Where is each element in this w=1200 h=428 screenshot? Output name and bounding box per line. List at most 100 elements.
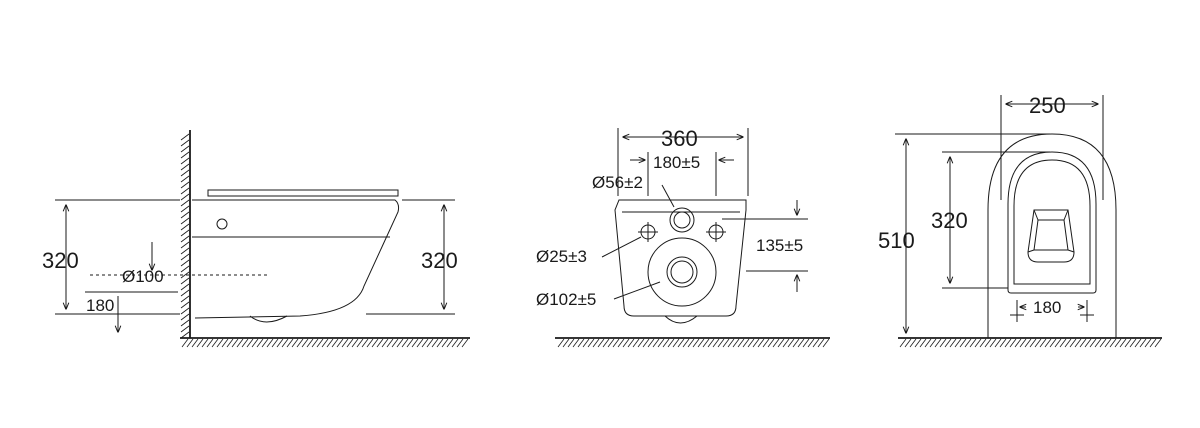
hatch-stroke: [276, 338, 284, 348]
hatch-stroke: [351, 338, 359, 348]
hatch-stroke: [702, 338, 710, 348]
hatch-stroke: [717, 338, 725, 348]
rear-body-outline: [614, 199, 747, 317]
hatch-stroke: [406, 338, 414, 348]
hatch-stroke: [817, 338, 825, 348]
hatch-stroke: [201, 338, 209, 348]
hatch-stroke: [251, 338, 259, 348]
top-rim-outline: [1007, 151, 1097, 294]
hatch-stroke: [1044, 338, 1052, 348]
hatch-stroke: [712, 338, 720, 348]
hatch-stroke: [1009, 338, 1017, 348]
hatch-stroke: [652, 338, 660, 348]
hatch-stroke: [180, 139, 190, 147]
hatch-stroke: [1149, 338, 1157, 348]
hatch-stroke: [1014, 338, 1022, 348]
top-view: 250 510 320 180: [878, 93, 1162, 348]
hatch-stroke: [180, 163, 190, 171]
hatch-stroke: [1074, 338, 1082, 348]
hatch-stroke: [261, 338, 269, 348]
hatch-stroke: [180, 319, 190, 327]
bowl-profile: [192, 199, 400, 319]
hatch-stroke: [180, 289, 190, 297]
hatch-stroke: [1059, 338, 1067, 348]
hatch-stroke: [180, 265, 190, 273]
hatch-stroke: [742, 338, 750, 348]
hatch-stroke: [732, 338, 740, 348]
hatch-stroke: [180, 223, 190, 231]
hatch-stroke: [431, 338, 439, 348]
hatch-stroke: [1119, 338, 1127, 348]
hatch-stroke: [1024, 338, 1032, 348]
hatch-stroke: [236, 338, 244, 348]
hatch-stroke: [632, 338, 640, 348]
hatch-stroke: [180, 181, 190, 189]
hatch-stroke: [180, 307, 190, 315]
hatch-stroke: [964, 338, 972, 348]
hatch-stroke: [256, 338, 264, 348]
hatch-stroke: [989, 338, 997, 348]
hatch-stroke: [1124, 338, 1132, 348]
height-left-label: 320: [42, 248, 79, 273]
hatch-stroke: [180, 205, 190, 213]
hatch-stroke: [919, 338, 927, 348]
hatch-stroke: [180, 301, 190, 309]
fixing-hole: [216, 218, 228, 230]
hatch-stroke: [301, 338, 309, 348]
outlet-circle: [647, 237, 717, 307]
hatch-stroke: [692, 338, 700, 348]
hatch-stroke: [707, 338, 715, 348]
hatch-stroke: [456, 338, 464, 348]
hatch-stroke: [557, 338, 565, 348]
hatch-stroke: [180, 157, 190, 165]
hatch-stroke: [899, 338, 907, 348]
hatch-stroke: [577, 338, 585, 348]
top-length-label: 510: [878, 228, 915, 253]
hatch-stroke: [904, 338, 912, 348]
hatch-stroke: [401, 338, 409, 348]
hatch-stroke: [180, 193, 190, 201]
height-right-label: 320: [421, 248, 458, 273]
floor-hatch-top: [899, 338, 1162, 348]
bolt-height-label: 135±5: [756, 236, 803, 255]
hatch-stroke: [271, 338, 279, 348]
hatch-stroke: [336, 338, 344, 348]
hatch-stroke: [1109, 338, 1117, 348]
hatch-stroke: [1114, 338, 1122, 348]
hatch-stroke: [797, 338, 805, 348]
hatch-stroke: [316, 338, 324, 348]
hatch-stroke: [727, 338, 735, 348]
hatch-stroke: [266, 338, 274, 348]
top-bowl-outline: [987, 133, 1117, 338]
hatch-stroke: [562, 338, 570, 348]
hatch-stroke: [180, 145, 190, 153]
hatch-stroke: [667, 338, 675, 348]
hatch-stroke: [281, 338, 289, 348]
hatch-stroke: [1129, 338, 1137, 348]
hatch-stroke: [637, 338, 645, 348]
hatch-stroke: [682, 338, 690, 348]
hatch-stroke: [180, 151, 190, 159]
hatch-stroke: [180, 331, 190, 339]
hatch-stroke: [602, 338, 610, 348]
hatch-stroke: [180, 175, 190, 183]
hatch-stroke: [216, 338, 224, 348]
hatch-stroke: [677, 338, 685, 348]
hatch-stroke: [1079, 338, 1087, 348]
hatch-stroke: [974, 338, 982, 348]
hatch-stroke: [792, 338, 800, 348]
inlet-spacing-label: 180±5: [653, 153, 700, 172]
hatch-stroke: [1134, 338, 1142, 348]
hatch-stroke: [787, 338, 795, 348]
hatch-stroke: [1099, 338, 1107, 348]
hatch-stroke: [180, 325, 190, 333]
hatch-stroke: [697, 338, 705, 348]
hatch-stroke: [451, 338, 459, 348]
top-width-label: 250: [1029, 93, 1066, 118]
inlet-hole: [669, 207, 695, 233]
hatch-stroke: [231, 338, 239, 348]
hatch-stroke: [949, 338, 957, 348]
hatch-stroke: [180, 241, 190, 249]
hatch-stroke: [1004, 338, 1012, 348]
hatch-stroke: [221, 338, 229, 348]
